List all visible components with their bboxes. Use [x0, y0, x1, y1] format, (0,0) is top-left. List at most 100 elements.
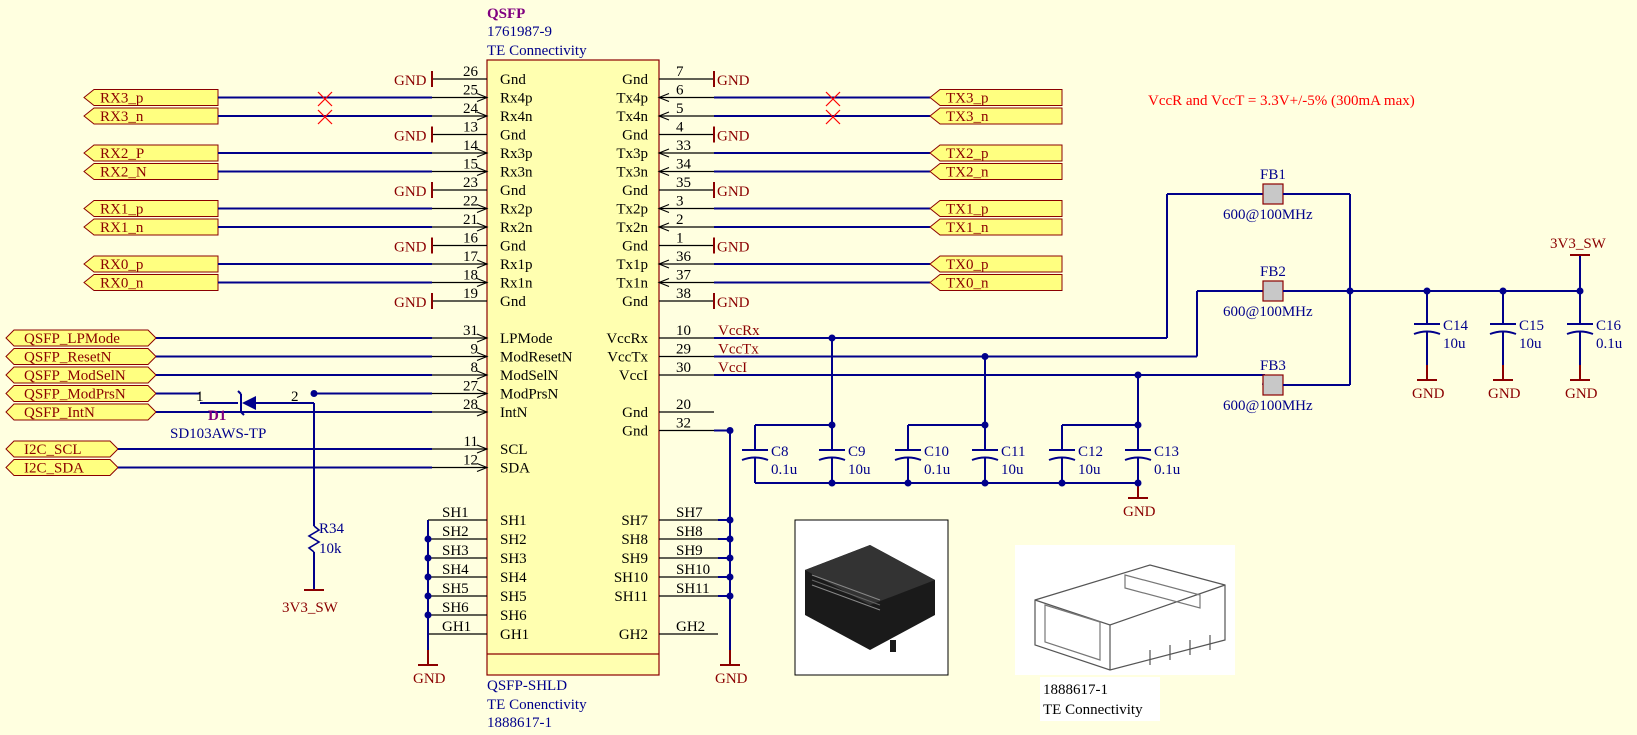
pin-arrow-icon [657, 166, 670, 177]
right-pins-group: 7Gnd6Tx4p5Tx4n4Gnd33Tx3p34Tx3n35Gnd3Tx2p… [606, 64, 714, 440]
pin-name: Gnd [500, 128, 526, 144]
pin-name: Rx3p [500, 146, 533, 162]
pin-arrow-icon [476, 370, 489, 380]
pin-number: 32 [676, 416, 691, 432]
pin-name: Tx1n [616, 276, 648, 292]
junction-dot [310, 390, 318, 397]
pin-number: 3 [676, 194, 684, 210]
port-rx: RX0_p [100, 257, 143, 273]
diode-ref: D1 [208, 408, 226, 424]
shield-pin-name: SH10 [614, 570, 648, 586]
cage-photo-frame [1015, 545, 1235, 675]
cage-maker: TE Connectivity [1043, 702, 1143, 718]
pin-name: Gnd [622, 294, 648, 310]
pin-name: Rx2n [500, 220, 533, 236]
control-port-label: QSFP_IntN [24, 405, 95, 421]
pin-name: Rx3n [500, 165, 533, 181]
port-tx-shape [929, 200, 1063, 217]
connector-ref: QSFP [487, 6, 525, 22]
port-rx: RX0_n [100, 276, 144, 292]
ferrite-value: 600@100MHz [1223, 207, 1313, 223]
power-filter-network: VccRxVccTxVccIC80.1uC910uC100.1uC1110uC1… [714, 167, 1623, 487]
pin-number: 36 [676, 249, 692, 265]
pin-name: VccRx [606, 331, 648, 347]
connector-maker: TE Connectivity [487, 43, 587, 59]
shield-pin-number: SH8 [676, 524, 703, 540]
cage-photo: 1888617-1 TE Connectivity [1015, 545, 1235, 721]
pin-name: VccI [619, 368, 648, 384]
pin-name: Tx2n [616, 220, 648, 236]
cap-ref: C14 [1443, 318, 1469, 334]
cap-value: 0.1u [924, 462, 951, 478]
shield-pin-number: SH6 [442, 600, 469, 616]
cap-ref: C8 [771, 444, 789, 460]
pin-arrow-icon [657, 259, 670, 269]
junction-dot [904, 479, 912, 487]
port-tx: TX3_p [946, 91, 989, 107]
resistor-ref: R34 [319, 521, 345, 537]
pin-arrow-icon [476, 166, 489, 177]
shield-pin-name: SH2 [500, 532, 527, 548]
pin-name: Gnd [500, 183, 526, 199]
pin-number: 22 [463, 194, 478, 210]
control-port: QSFP_ModPrsN [5, 385, 157, 403]
port-tx-shape [929, 107, 1063, 125]
cage-image-icon [1034, 564, 1226, 671]
control-port-label: QSFP_ResetN [24, 350, 112, 366]
cap-value: 0.1u [1154, 462, 1181, 478]
junction-dot [981, 421, 989, 429]
port-tx-shape [929, 89, 1063, 106]
shield-pin-number: SH10 [676, 562, 710, 578]
pin-number: 10 [676, 323, 691, 339]
pin-arrow-icon [476, 92, 489, 103]
pin-number: 38 [676, 286, 691, 302]
no-connect-icon [317, 109, 333, 125]
ferrite-icon [1262, 374, 1284, 396]
cap-value: 10u [848, 462, 871, 478]
cage-part: 1888617-1 [1043, 682, 1108, 698]
port-tx: TX0_p [946, 257, 989, 273]
shield-pin-name: SH11 [614, 589, 648, 605]
pin-number: 31 [463, 323, 478, 339]
net-label: VccTx [718, 342, 759, 358]
cap-ref: C10 [924, 444, 949, 460]
pin-arrow-icon [476, 462, 489, 473]
cap-value: 10u [1078, 462, 1101, 478]
connector-image-icon [805, 545, 935, 652]
control-port: QSFP_ResetN [5, 348, 157, 366]
control-port: I2C_SDA [5, 459, 119, 477]
pin-number: 8 [471, 360, 479, 376]
resistor-value: 10k [319, 541, 342, 557]
port-tx: TX3_n [946, 109, 989, 125]
diode-icon [242, 396, 256, 410]
connector-part: 1761987-9 [487, 24, 552, 40]
control-port-label: QSFP_ModSelN [24, 368, 126, 384]
connector-body [486, 59, 660, 676]
pin-number: 12 [463, 453, 478, 469]
shield-pin-number: SH9 [676, 543, 703, 559]
cap-ref: C13 [1154, 444, 1179, 460]
junction-dot [1058, 479, 1066, 487]
pin-name: Rx1p [500, 257, 533, 273]
control-port-label: QSFP_LPMode [24, 331, 120, 347]
pin-arrow-icon [657, 111, 670, 121]
no-connect-icon [825, 91, 841, 107]
cap-value: 0.1u [1596, 336, 1623, 352]
diode-d1: 1 2 D1 SD103AWS-TP [170, 389, 314, 442]
pin-name: Gnd [622, 183, 648, 199]
pin-name: Rx2p [500, 202, 533, 218]
shield-pin-number: SH11 [676, 581, 710, 597]
shield-pin-number: SH4 [442, 562, 469, 578]
shield-pin-name: SH8 [621, 532, 648, 548]
control-port-label: QSFP_ModPrsN [24, 387, 126, 403]
pin-number: 28 [463, 397, 478, 413]
pin-arrow-icon [476, 277, 489, 288]
pin-number: 24 [463, 101, 479, 117]
diode-pin2: 2 [291, 389, 299, 405]
ferrite-value: 600@100MHz [1223, 304, 1313, 320]
ferrite-ref: FB1 [1260, 167, 1286, 183]
pin-number: 37 [676, 268, 692, 284]
pin-name: Tx3p [616, 146, 648, 162]
